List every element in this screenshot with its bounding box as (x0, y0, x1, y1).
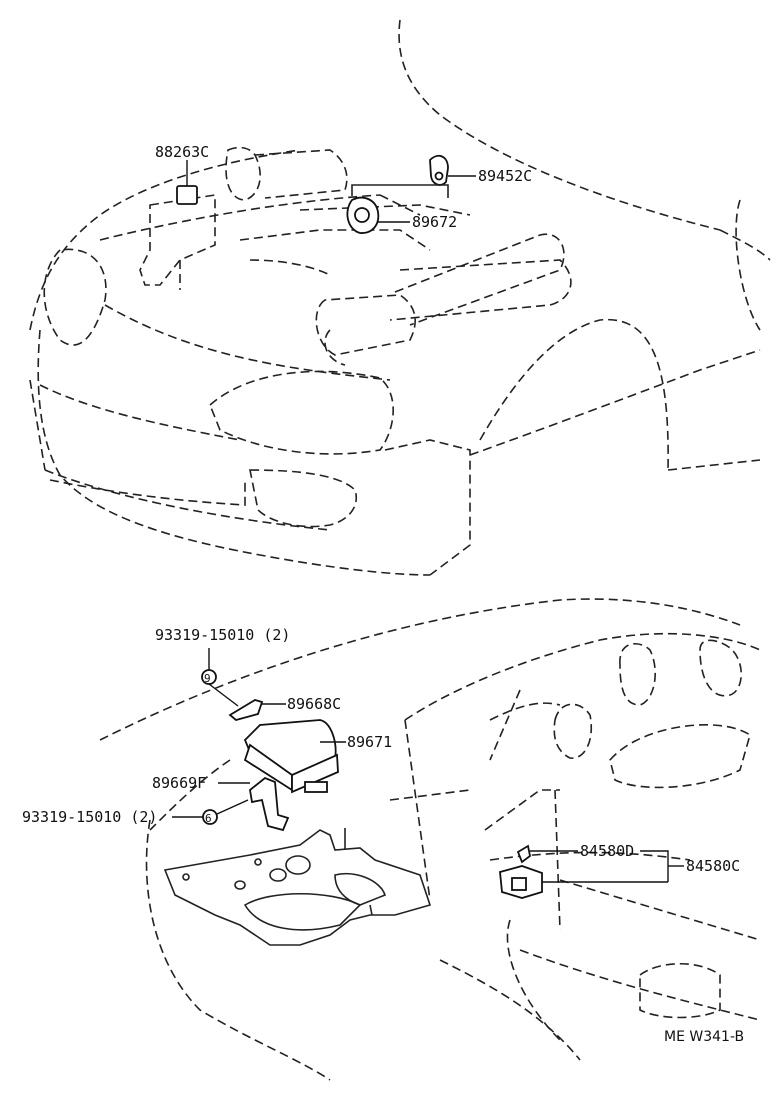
label-93319-15010-bottom: 93319-15010 (2) (22, 808, 157, 826)
relay-part (176, 160, 198, 205)
label-84580D: 84580D (580, 842, 634, 860)
bracket-bottom-part (218, 776, 290, 832)
reservoir-tank (139, 194, 216, 290)
cabin-outline (99, 598, 761, 1081)
front-sensor-part (429, 154, 476, 186)
label-93319-15010-top: 93319-15010 (2) (155, 626, 290, 644)
floor-pan-bracket (163, 828, 432, 946)
control-module-part (243, 719, 346, 794)
label-89452C: 89452C (478, 167, 532, 185)
horn-part (346, 184, 449, 234)
bolt-bottom-part: 6 (202, 809, 218, 825)
label-84580C: 84580C (686, 857, 740, 875)
callout-bolt-top: 9 (204, 672, 211, 685)
label-89671: 89671 (347, 733, 392, 751)
label-89668C: 89668C (287, 695, 341, 713)
label-88263C: 88263C (155, 143, 209, 161)
bolt-top-part: 9 (201, 669, 217, 685)
car-front-outline (29, 19, 771, 576)
switch-part (499, 844, 684, 899)
drawing-code: ME W341-B (664, 1029, 744, 1045)
bracket-top-part (228, 699, 286, 721)
air-intake-duct (225, 146, 565, 356)
label-89669F: 89669F (152, 774, 206, 792)
callout-bolt-bottom: 6 (205, 812, 212, 825)
label-89672: 89672 (412, 213, 457, 231)
